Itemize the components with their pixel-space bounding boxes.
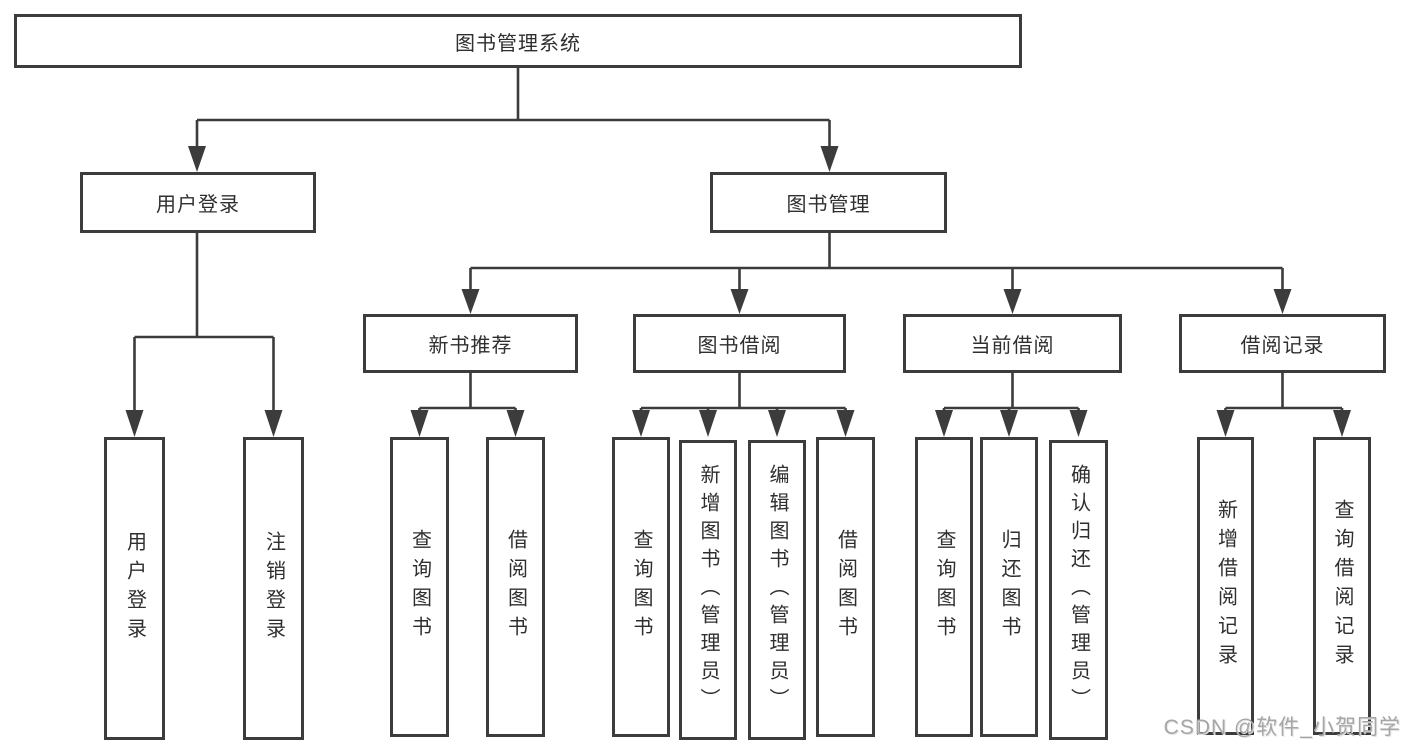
node-leaf-query-book-1: 查询图书: [390, 437, 449, 737]
node-leaf-edit-book: 编辑图书（管理员）: [748, 440, 806, 740]
node-book-mgmt: 图书管理: [710, 172, 947, 233]
arrow-down-icon: [1069, 410, 1088, 437]
node-user-login: 用户登录: [80, 172, 316, 233]
node-leaf-logout: 注销登录: [243, 437, 304, 740]
arrow-down-icon: [1000, 410, 1018, 437]
arrow-down-icon: [1333, 410, 1351, 437]
arrow-down-icon: [188, 146, 206, 172]
arrowheads: [125, 146, 1351, 437]
arrow-down-icon: [125, 410, 144, 437]
node-new-book-rec: 新书推荐: [363, 314, 578, 373]
arrow-down-icon: [461, 289, 480, 314]
node-current-borrow: 当前借阅: [903, 314, 1122, 373]
node-book-borrow: 图书借阅: [633, 314, 846, 373]
node-leaf-add-record: 新增借阅记录: [1197, 437, 1254, 735]
arrow-down-icon: [410, 410, 429, 437]
node-leaf-borrow-book-1: 借阅图书: [486, 437, 545, 737]
node-leaf-add-book: 新增图书（管理员）: [679, 440, 737, 740]
node-leaf-user-login: 用户登录: [104, 437, 165, 740]
arrow-down-icon: [836, 410, 855, 437]
arrow-down-icon: [820, 146, 839, 172]
arrow-down-icon: [730, 289, 749, 314]
arrow-down-icon: [768, 410, 786, 437]
arrow-down-icon: [699, 410, 717, 437]
arrow-down-icon: [264, 410, 283, 437]
node-leaf-query-book-2: 查询图书: [612, 437, 670, 737]
arrow-down-icon: [1003, 289, 1022, 314]
node-leaf-query-book-3: 查询图书: [915, 437, 973, 737]
node-borrow-record: 借阅记录: [1179, 314, 1386, 373]
arrow-down-icon: [1273, 289, 1292, 314]
arrow-down-icon: [632, 410, 650, 437]
arrow-down-icon: [506, 410, 525, 437]
node-root: 图书管理系统: [14, 14, 1022, 68]
node-leaf-borrow-book-2: 借阅图书: [816, 437, 875, 737]
node-leaf-return-book: 归还图书: [980, 437, 1038, 737]
connector-lines: [133, 68, 1344, 414]
node-leaf-confirm-return: 确认归还（管理员）: [1049, 440, 1108, 740]
arrow-down-icon: [935, 410, 953, 437]
node-leaf-query-record: 查询借阅记录: [1313, 437, 1371, 735]
watermark: CSDN @软件_小贺同学: [1163, 716, 1401, 739]
arrow-down-icon: [1216, 410, 1235, 437]
